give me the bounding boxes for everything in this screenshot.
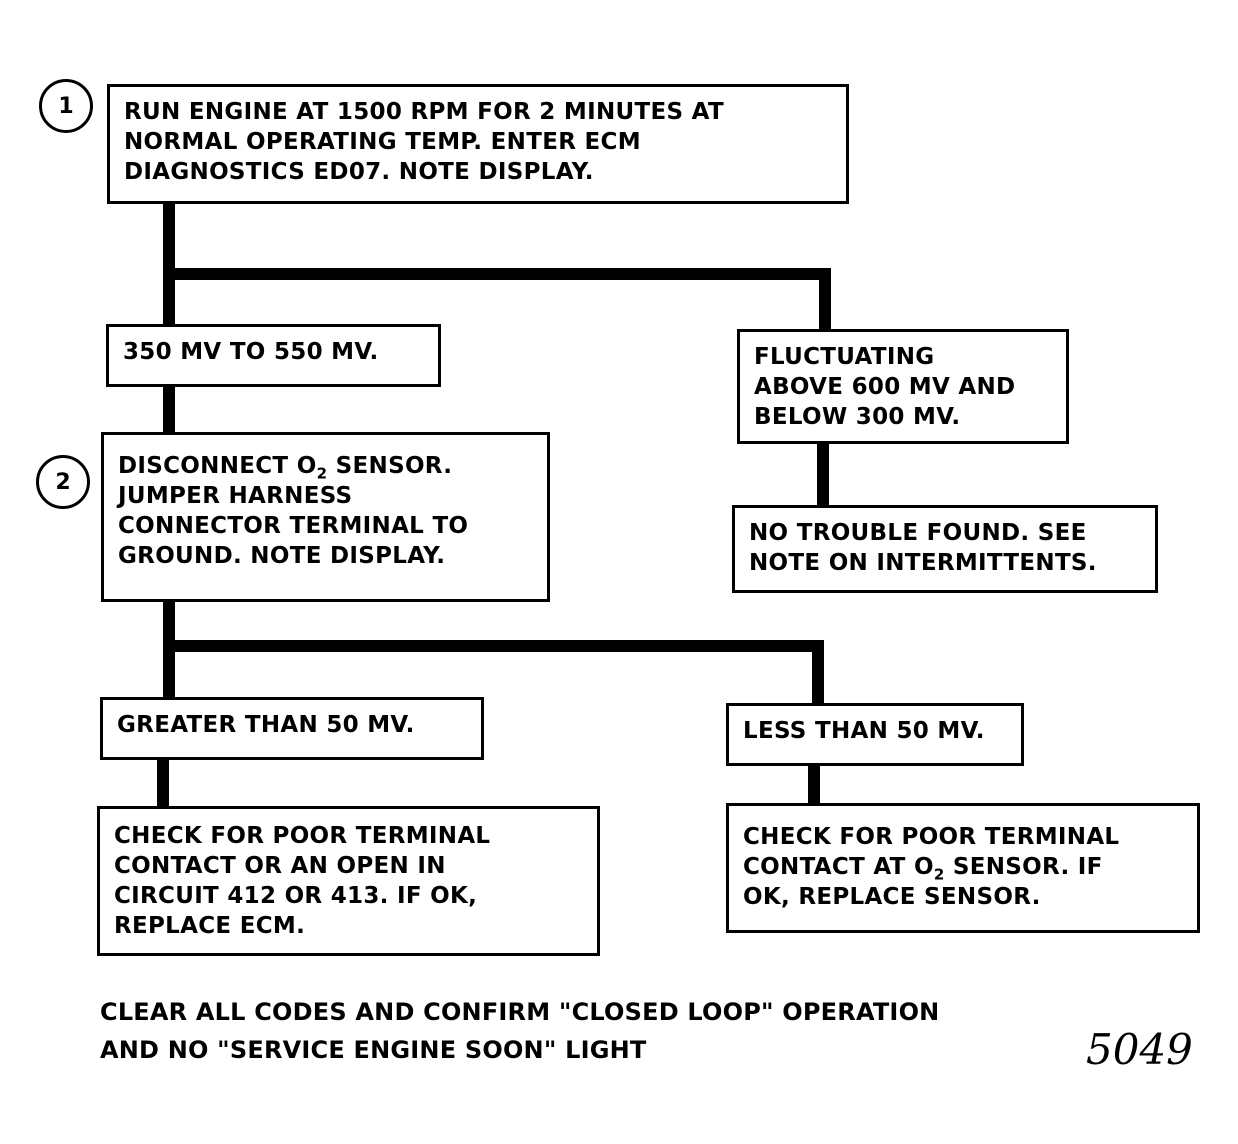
connector-line — [163, 385, 175, 435]
box-text-line: CHECK FOR POOR TERMINAL — [114, 823, 491, 849]
box-text-line: CONNECTOR TERMINAL TO — [118, 513, 469, 539]
box-text-fragment: CONTACT AT O — [743, 854, 934, 880]
connector-line — [163, 640, 824, 652]
box-text-line: DIAGNOSTICS ED07. NOTE DISPLAY. — [124, 159, 594, 185]
connector-line — [808, 764, 820, 806]
connector-line — [163, 268, 831, 280]
box-text-line: 350 MV TO 550 MV. — [123, 339, 379, 365]
box-text-line: CHECK FOR POOR TERMINAL — [743, 824, 1120, 850]
footer-note: CLEAR ALL CODES AND CONFIRM "CLOSED LOOP… — [100, 993, 939, 1069]
step-number-label: 1 — [58, 93, 74, 119]
box-text-line: OK, REPLACE SENSOR. — [743, 884, 1041, 910]
connector-line — [163, 200, 175, 328]
greater-than-50-box: GREATER THAN 50 MV. — [100, 697, 484, 760]
box-text-line: ABOVE 600 MV AND — [754, 374, 1016, 400]
box-text-line: RUN ENGINE AT 1500 RPM FOR 2 MINUTES AT — [124, 99, 724, 125]
check-terminal-ecm-box: CHECK FOR POOR TERMINAL CONTACT OR AN OP… — [97, 806, 600, 956]
box-text-line: CONTACT AT O2 SENSOR. IF — [743, 852, 1183, 882]
range-350-550-box: 350 MV TO 550 MV. — [106, 324, 441, 387]
step-number-2: 2 — [36, 455, 90, 509]
box-text-line: NORMAL OPERATING TEMP. ENTER ECM — [124, 129, 641, 155]
box-text-line: CIRCUIT 412 OR 413. IF OK, — [114, 883, 478, 909]
box-text-line: DISCONNECT O2 SENSOR. — [118, 451, 533, 481]
subscript: 2 — [933, 865, 945, 884]
connector-line — [819, 268, 831, 332]
connector-line — [817, 442, 829, 508]
fluctuating-box: FLUCTUATING ABOVE 600 MV AND BELOW 300 M… — [737, 329, 1069, 444]
box-text-line: FLUCTUATING — [754, 344, 935, 370]
box-text-line: REPLACE ECM. — [114, 913, 306, 939]
box-text-fragment: SENSOR. — [327, 453, 453, 479]
less-than-50-box: LESS THAN 50 MV. — [726, 703, 1024, 766]
box-text-line: LESS THAN 50 MV. — [743, 718, 985, 744]
check-terminal-sensor-box: CHECK FOR POOR TERMINAL CONTACT AT O2 SE… — [726, 803, 1200, 933]
box-text-line: GROUND. NOTE DISPLAY. — [118, 543, 446, 569]
box-text-line: JUMPER HARNESS — [118, 483, 353, 509]
footer-note-line: CLEAR ALL CODES AND CONFIRM "CLOSED LOOP… — [100, 998, 940, 1026]
box-text-fragment: SENSOR. IF — [944, 854, 1103, 880]
box-text-line: NO TROUBLE FOUND. SEE — [749, 520, 1087, 546]
box-text-line: CONTACT OR AN OPEN IN — [114, 853, 446, 879]
box-text-line: BELOW 300 MV. — [754, 404, 961, 430]
no-trouble-found-box: NO TROUBLE FOUND. SEE NOTE ON INTERMITTE… — [732, 505, 1158, 593]
disconnect-sensor-box: DISCONNECT O2 SENSOR. JUMPER HARNESS CON… — [101, 432, 550, 602]
box-text-line: NOTE ON INTERMITTENTS. — [749, 550, 1097, 576]
run-engine-box: RUN ENGINE AT 1500 RPM FOR 2 MINUTES AT … — [107, 84, 849, 204]
step-number-1: 1 — [39, 79, 93, 133]
footer-note-line: AND NO "SERVICE ENGINE SOON" LIGHT — [100, 1036, 647, 1064]
connector-line — [812, 640, 824, 706]
connector-line — [157, 757, 169, 809]
box-text-fragment: DISCONNECT O — [118, 453, 317, 479]
box-text-line: GREATER THAN 50 MV. — [117, 712, 415, 738]
step-number-label: 2 — [55, 469, 71, 495]
subscript: 2 — [316, 464, 328, 483]
figure-number: 5049 — [1086, 1025, 1193, 1074]
